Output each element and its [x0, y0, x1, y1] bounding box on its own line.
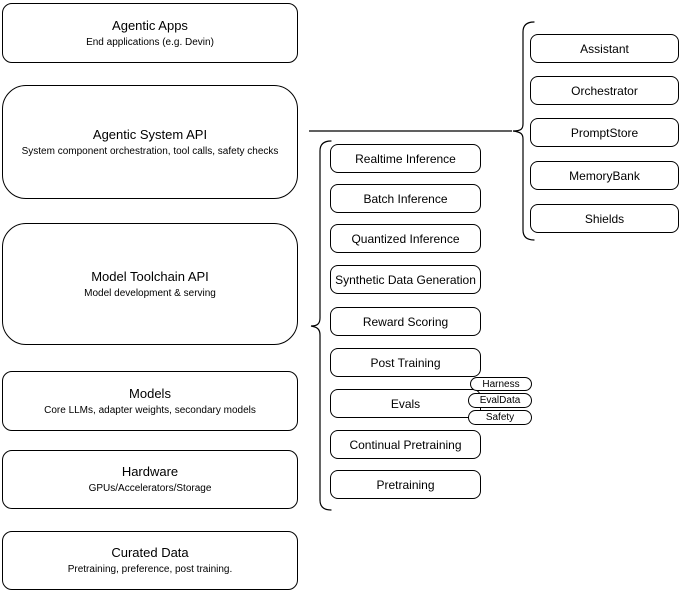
node-subtitle: Pretraining, preference, post training.: [67, 564, 233, 575]
node-promptstore: PromptStore: [530, 118, 679, 147]
node-reward-scoring: Reward Scoring: [330, 307, 481, 336]
node-batch-inference: Batch Inference: [330, 184, 481, 213]
node-evals: Evals: [330, 389, 481, 418]
node-hardware: Hardware GPUs/Accelerators/Storage: [2, 450, 298, 509]
node-post-training: Post Training: [330, 348, 481, 377]
node-label: Evals: [390, 396, 421, 411]
node-title: Curated Data: [111, 545, 189, 560]
node-realtime-inference: Realtime Inference: [330, 144, 481, 173]
node-curated-data: Curated Data Pretraining, preference, po…: [2, 531, 298, 590]
node-label: Continual Pretraining: [349, 437, 462, 452]
node-title: Model Toolchain API: [91, 268, 209, 284]
node-agentic-system-api: Agentic System API System component orch…: [2, 85, 298, 199]
node-evaldata-tag: EvalData: [468, 393, 532, 408]
node-label: Synthetic Data Generation: [335, 272, 476, 287]
node-continual-pretraining: Continual Pretraining: [330, 430, 481, 459]
node-pretraining: Pretraining: [330, 470, 481, 499]
node-label: Reward Scoring: [362, 314, 449, 329]
node-label: Shields: [584, 211, 625, 226]
node-subtitle: Model development & serving: [84, 287, 216, 299]
node-title: Models: [129, 385, 171, 401]
node-assistant: Assistant: [530, 34, 679, 63]
node-model-toolchain-api: Model Toolchain API Model development & …: [2, 223, 298, 345]
node-memorybank: MemoryBank: [530, 161, 679, 190]
node-models: Models Core LLMs, adapter weights, secon…: [2, 371, 298, 431]
node-title: Agentic System API: [92, 126, 208, 142]
node-synthetic-data-generation: Synthetic Data Generation: [330, 265, 481, 294]
node-subtitle: System component orchestration, tool cal…: [21, 145, 279, 157]
toolchain-brace: [310, 140, 332, 511]
node-label: Harness: [482, 378, 520, 390]
node-title: Hardware: [121, 464, 179, 479]
node-label: Quantized Inference: [351, 231, 460, 246]
node-label: Orchestrator: [571, 83, 638, 98]
node-agentic-apps: Agentic Apps End applications (e.g. Devi…: [2, 3, 298, 63]
node-quantized-inference: Quantized Inference: [330, 224, 481, 253]
node-label: EvalData: [479, 395, 521, 406]
node-label: Post Training: [370, 355, 441, 370]
node-subtitle: End applications (e.g. Devin): [86, 36, 214, 48]
node-harness-tag: Harness: [470, 377, 532, 391]
node-subtitle: Core LLMs, adapter weights, secondary mo…: [44, 404, 256, 416]
node-label: PromptStore: [570, 125, 639, 140]
node-subtitle: GPUs/Accelerators/Storage: [88, 483, 212, 494]
node-label: Pretraining: [376, 477, 435, 492]
node-label: MemoryBank: [569, 168, 640, 183]
node-title: Agentic Apps: [112, 17, 188, 33]
node-orchestrator: Orchestrator: [530, 76, 679, 105]
node-label: Assistant: [580, 41, 629, 56]
node-safety-tag: Safety: [468, 410, 532, 425]
node-label: Realtime Inference: [355, 151, 456, 166]
node-label: Safety: [485, 412, 515, 423]
node-shields: Shields: [530, 204, 679, 233]
node-label: Batch Inference: [363, 191, 448, 206]
